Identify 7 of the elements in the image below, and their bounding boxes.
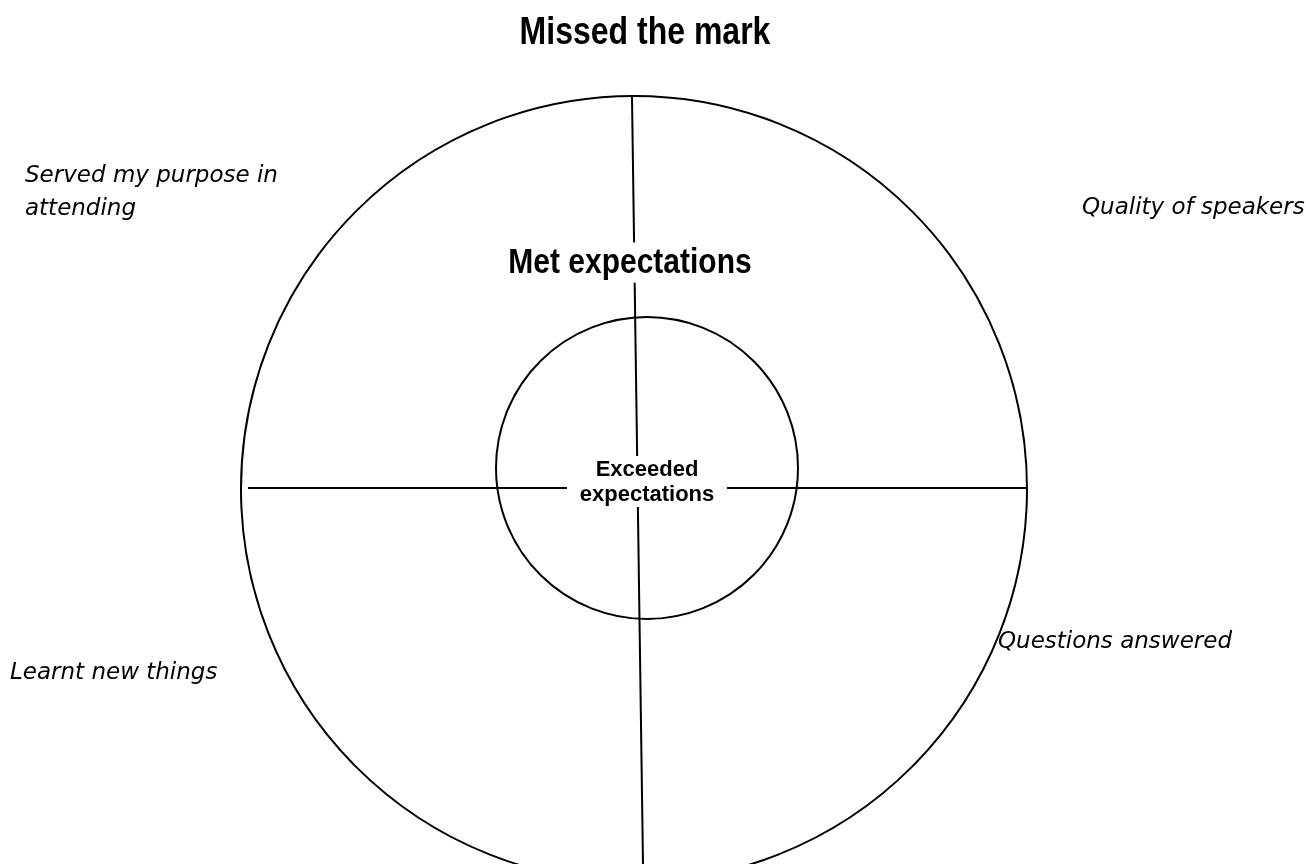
criterion-label: Learnt new things — [10, 657, 219, 686]
zone-label: Missed the mark — [518, 8, 772, 55]
criterion-label: Served my purpose in attending — [25, 160, 279, 223]
ring-label: Exceeded expectations — [567, 456, 727, 507]
ring-circle — [495, 316, 799, 620]
criterion-label: Questions answered — [998, 626, 1233, 655]
criterion-label: Quality of speakers — [1082, 192, 1306, 221]
